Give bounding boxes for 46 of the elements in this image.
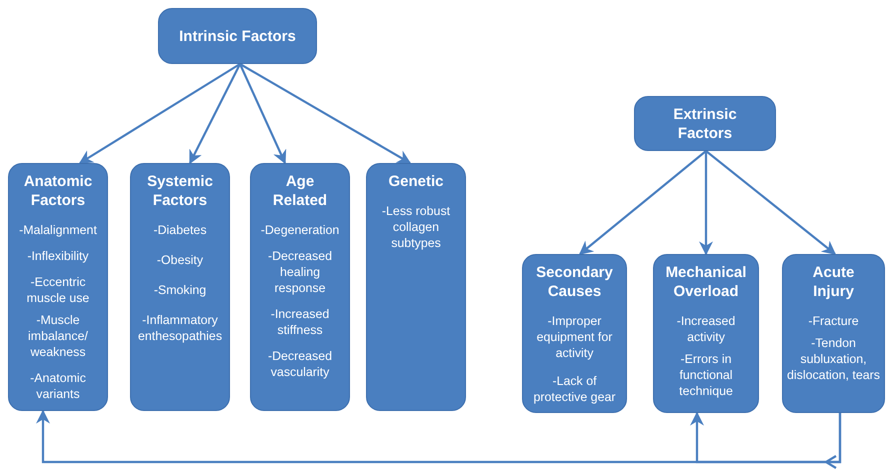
factor-item: -Diabetes [153, 222, 207, 238]
factor-item: -Inflexibility [27, 248, 89, 264]
factor-item: -Tendon subluxation, dislocation, tears [787, 335, 880, 383]
factor-item: -Increased stiffness [270, 306, 330, 338]
arrow [189, 64, 241, 164]
box-heading: Secondary Causes [535, 263, 614, 301]
factor-item: -Inflammatory enthesopathies [136, 312, 224, 344]
arrow [690, 412, 842, 464]
factor-box [130, 163, 230, 411]
factor-item: -Increased activity [676, 313, 736, 345]
arrow [78, 63, 241, 164]
arrow [705, 150, 836, 255]
arrow [699, 151, 713, 256]
factor-item: -Muscle imbalance/ weakness [27, 312, 89, 360]
factor-item: -Decreased vascularity [266, 348, 334, 380]
box-heading: Age Related [272, 172, 328, 210]
factor-item: -Smoking [154, 282, 206, 298]
box-heading: Genetic [387, 172, 445, 191]
factor-box [653, 254, 759, 413]
factor-item: -Errors in functional technique [678, 351, 734, 399]
factor-item: -Eccentric muscle use [26, 274, 90, 306]
arrow [578, 150, 707, 255]
factor-box [158, 8, 317, 64]
box-heading: Intrinsic Factors [179, 26, 296, 46]
factor-item: -Lack of protective gear [532, 373, 616, 405]
factor-box [250, 163, 350, 411]
arrow [239, 63, 412, 164]
factor-box [522, 254, 627, 413]
factor-item: -Decreased healing response [266, 248, 334, 296]
box-heading: Acute Injury [812, 263, 856, 301]
factor-box [782, 254, 885, 413]
box-heading: Systemic Factors [146, 172, 214, 210]
factor-box [634, 96, 776, 151]
box-heading: Anatomic Factors [22, 172, 94, 210]
box-heading: Extrinsic Factors [672, 104, 738, 142]
factor-item: -Obesity [156, 252, 204, 268]
factor-item: -Improper equipment for activity [536, 313, 614, 361]
box-heading: Mechanical Overload [664, 263, 748, 301]
arrow [239, 64, 286, 164]
factor-item: -Degeneration [260, 222, 340, 238]
factor-item: -Malalignment [19, 222, 97, 238]
factor-item: -Fracture [808, 313, 859, 329]
factor-item: -Less robust collagen subtypes [380, 203, 452, 251]
factor-item: -Anatomic variants [29, 370, 87, 402]
factor-box [366, 163, 466, 411]
factor-box [8, 163, 108, 411]
